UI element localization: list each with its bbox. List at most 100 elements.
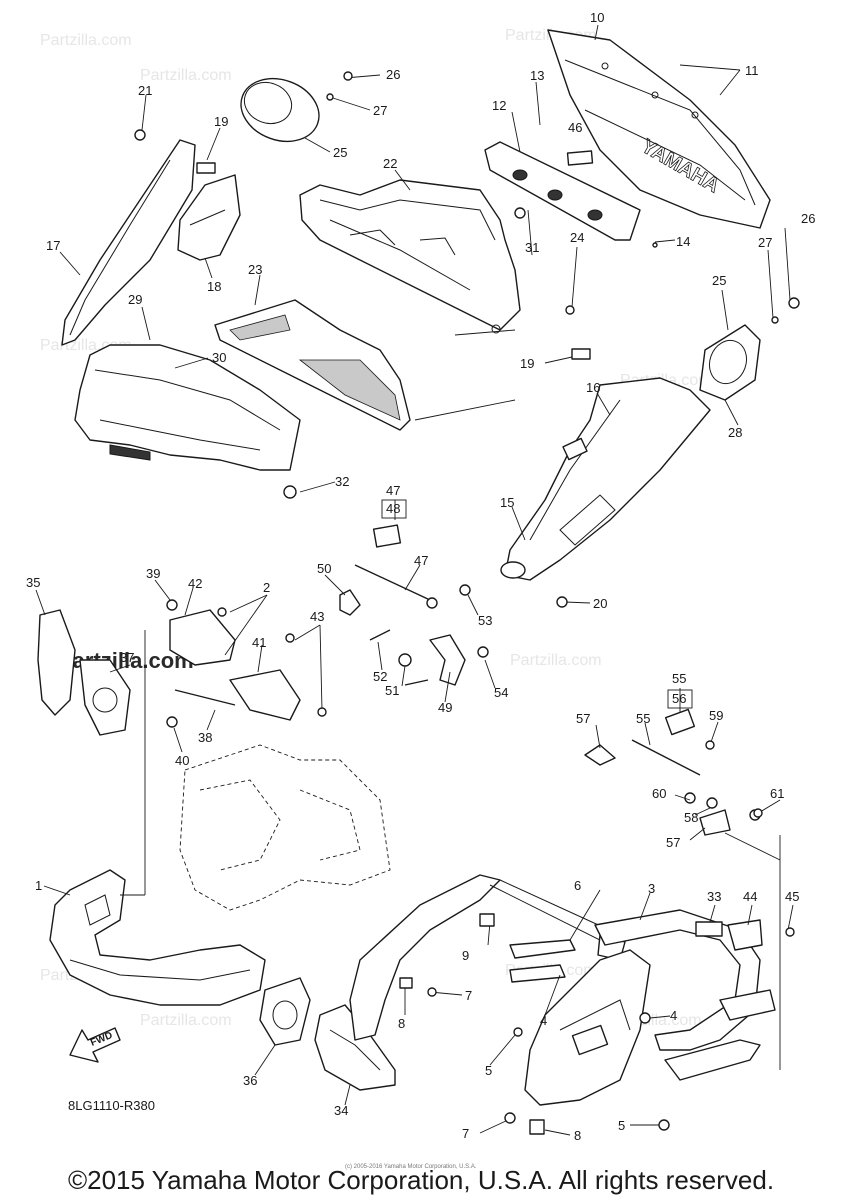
callout-27a: 27 [373,103,387,118]
copyright-notice: ©2015 Yamaha Motor Corporation, U.S.A. A… [67,1165,775,1195]
part-side-guard [524,949,651,1106]
part-10-rear-panel: YAMAHA [547,29,771,229]
callout-4a: 4 [540,1013,547,1028]
callout-1: 1 [35,878,42,893]
part-19-pad [196,162,216,174]
part-25-ring-top [240,77,320,143]
part-17-side-cover [61,139,196,346]
part-23-mesh-panel [214,299,411,431]
part-12-bracket [484,141,641,241]
callout-27b: 27 [758,235,772,250]
callout-28: 28 [728,425,742,440]
callout-26a: 26 [386,67,400,82]
callout-33: 33 [707,889,721,904]
callout-26b: 26 [801,211,815,226]
hardware-marks [134,71,800,1135]
callout-21: 21 [138,83,152,98]
watermark: Partzilla.com [40,32,132,49]
callout-60: 60 [652,786,666,801]
leader-lines [35,24,794,1136]
callout-23: 23 [248,262,262,277]
callout-36: 36 [243,1073,257,1088]
callout-11: 11 [745,63,759,78]
callout-8b: 8 [574,1128,581,1143]
part-16-exhaust-shield [500,377,711,581]
callout-34: 34 [334,1103,348,1118]
fwd-arrow-icon: FWD [69,1027,121,1063]
callout-58: 58 [684,810,698,825]
callout-22: 22 [383,156,397,171]
callout-6: 6 [574,878,581,893]
callout-4b: 4 [670,1008,677,1023]
tiny-notice: (c) 2005-2016 Yamaha Motor Corporation, … [345,1164,477,1170]
part-55-cable [584,708,761,836]
callout-51: 51 [385,683,399,698]
callout-44: 44 [743,889,757,904]
part-6-rear-cover [349,874,626,1041]
part-29-lower-duct [74,344,301,471]
callout-59: 59 [709,708,723,723]
callout-20: 20 [593,596,607,611]
callout-24: 24 [570,230,584,245]
callout-40: 40 [175,753,189,768]
callout-16: 16 [586,380,600,395]
callout-57a: 57 [576,711,590,726]
callout-labels: 1 2 3 4 4 5 5 6 7 7 8 8 9 10 11 12 13 14… [26,10,815,1143]
callout-15: 15 [500,495,514,510]
callout-45: 45 [785,889,799,904]
callout-52: 52 [373,669,387,684]
callout-3: 3 [648,881,655,896]
callout-32: 32 [335,474,349,489]
callout-2: 2 [263,580,270,595]
callout-46: 46 [568,120,582,135]
callout-57b: 57 [666,835,680,850]
bracket-box-48 [381,499,407,519]
callout-5a: 5 [485,1063,492,1078]
callout-55b: 55 [636,711,650,726]
callout-48: 48 [386,501,400,516]
callout-14: 14 [676,234,690,249]
part-1-front-cowl [49,869,266,1006]
part-3-pipe-frame [509,909,776,1081]
callout-19b: 19 [520,356,534,371]
callout-5b: 5 [618,1118,625,1133]
callout-37: 37 [120,650,134,665]
frame-outline [179,744,391,911]
callout-25a: 25 [333,145,347,160]
callout-29: 29 [128,292,142,307]
callout-56: 56 [672,691,686,706]
callout-10: 10 [590,10,604,25]
part-22-upper-cowl [299,179,521,334]
diagram-code: 8LG1110-R380 [68,1098,155,1113]
callout-18: 18 [207,279,221,294]
callout-42: 42 [188,576,202,591]
callout-55a: 55 [672,671,686,686]
part-33-pad [695,921,723,937]
callout-35: 35 [26,575,40,590]
callout-43: 43 [310,609,324,624]
callout-7b: 7 [462,1126,469,1141]
callout-47b: 47 [414,553,428,568]
watermark-group: Partzilla.com Partzilla.com Partzilla.co… [39,27,712,1029]
callout-9: 9 [462,948,469,963]
callout-47a: 47 [386,483,400,498]
callout-31: 31 [525,240,539,255]
part-35-mount [37,609,131,736]
callout-39: 39 [146,566,160,581]
callout-8a: 8 [398,1016,405,1031]
part-36-duct [259,977,311,1046]
callout-41: 41 [252,635,266,650]
callout-17: 17 [46,238,60,253]
part-28-end-cap [699,324,761,401]
callout-12: 12 [492,98,506,113]
watermark: Partzilla.com [510,652,602,669]
callout-25b: 25 [712,273,726,288]
part-47-cable [339,524,471,616]
callout-19a: 19 [214,114,228,129]
callout-61: 61 [770,786,784,801]
callout-50: 50 [317,561,331,576]
part-41-bracket [166,609,301,728]
callout-7a: 7 [465,988,472,1003]
callout-49: 49 [438,700,452,715]
